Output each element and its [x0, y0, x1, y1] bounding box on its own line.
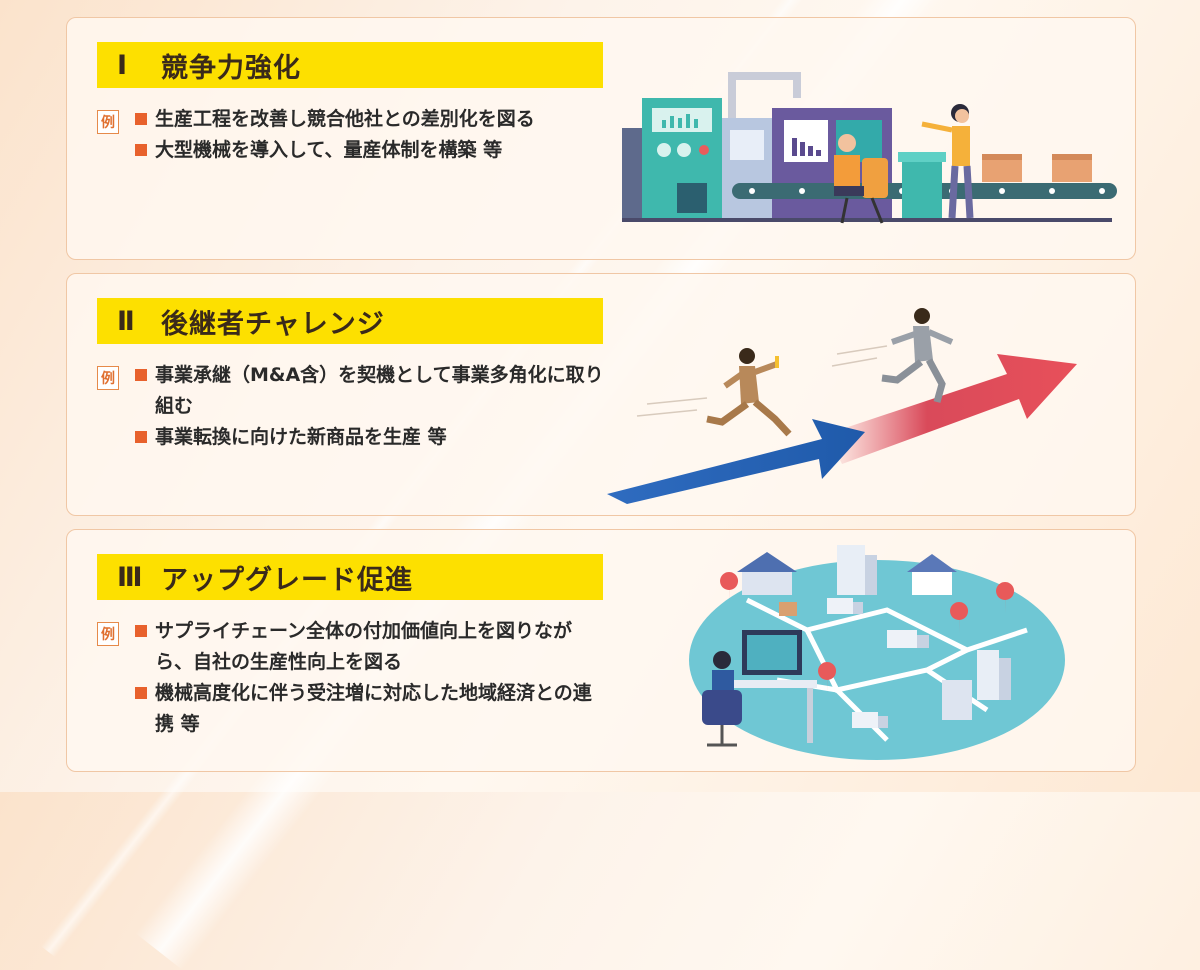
section-title: アップグレード促進 [161, 564, 413, 596]
list-item: サプライチェーン全体の付加価値向上を図りながら、自社の生産性向上を図る [135, 616, 605, 678]
list-item: 事業承継（M&A含）を契機として事業多角化に取り組む [135, 360, 605, 422]
section-number: Ⅱ [117, 305, 136, 337]
section-competitiveness: Ⅰ 競争力強化 例 生産工程を改善し競合他社との差別化を図る 大型機械を導入して… [66, 17, 1136, 260]
example-list: サプライチェーン全体の付加価値向上を図りながら、自社の生産性向上を図る 機械高度… [135, 616, 605, 740]
example-badge: 例 [97, 622, 119, 646]
section-title: 競争力強化 [161, 52, 301, 84]
section-title-bar: Ⅰ 競争力強化 [97, 42, 603, 88]
list-item: 生産工程を改善し競合他社との差別化を図る [135, 104, 605, 135]
section-title-bar: Ⅱ 後継者チャレンジ [97, 298, 603, 344]
section-upgrade-promotion: Ⅲ アップグレード促進 例 サプライチェーン全体の付加価値向上を図りながら、自社… [66, 529, 1136, 772]
list-item: 事業転換に向けた新商品を生産 等 [135, 422, 605, 453]
example-badge: 例 [97, 366, 119, 390]
relay-runners-illustration [607, 308, 1077, 504]
section-title-bar: Ⅲ アップグレード促進 [97, 554, 603, 600]
list-item: 大型機械を導入して、量産体制を構築 等 [135, 135, 605, 166]
section-title: 後継者チャレンジ [161, 308, 385, 340]
example-list: 事業承継（M&A含）を契機として事業多角化に取り組む 事業転換に向けた新商品を生… [135, 360, 605, 453]
supply-chain-map-illustration [689, 545, 1065, 760]
section-number: Ⅲ [117, 561, 144, 593]
section-successor-challenge: Ⅱ 後継者チャレンジ 例 事業承継（M&A含）を契機として事業多角化に取り組む … [66, 273, 1136, 516]
list-item: 機械高度化に伴う受注増に対応した地域経済との連携 等 [135, 678, 605, 740]
example-list: 生産工程を改善し競合他社との差別化を図る 大型機械を導入して、量産体制を構築 等 [135, 104, 605, 166]
example-badge: 例 [97, 110, 119, 134]
section-number: Ⅰ [117, 49, 129, 81]
factory-illustration [622, 72, 1117, 224]
